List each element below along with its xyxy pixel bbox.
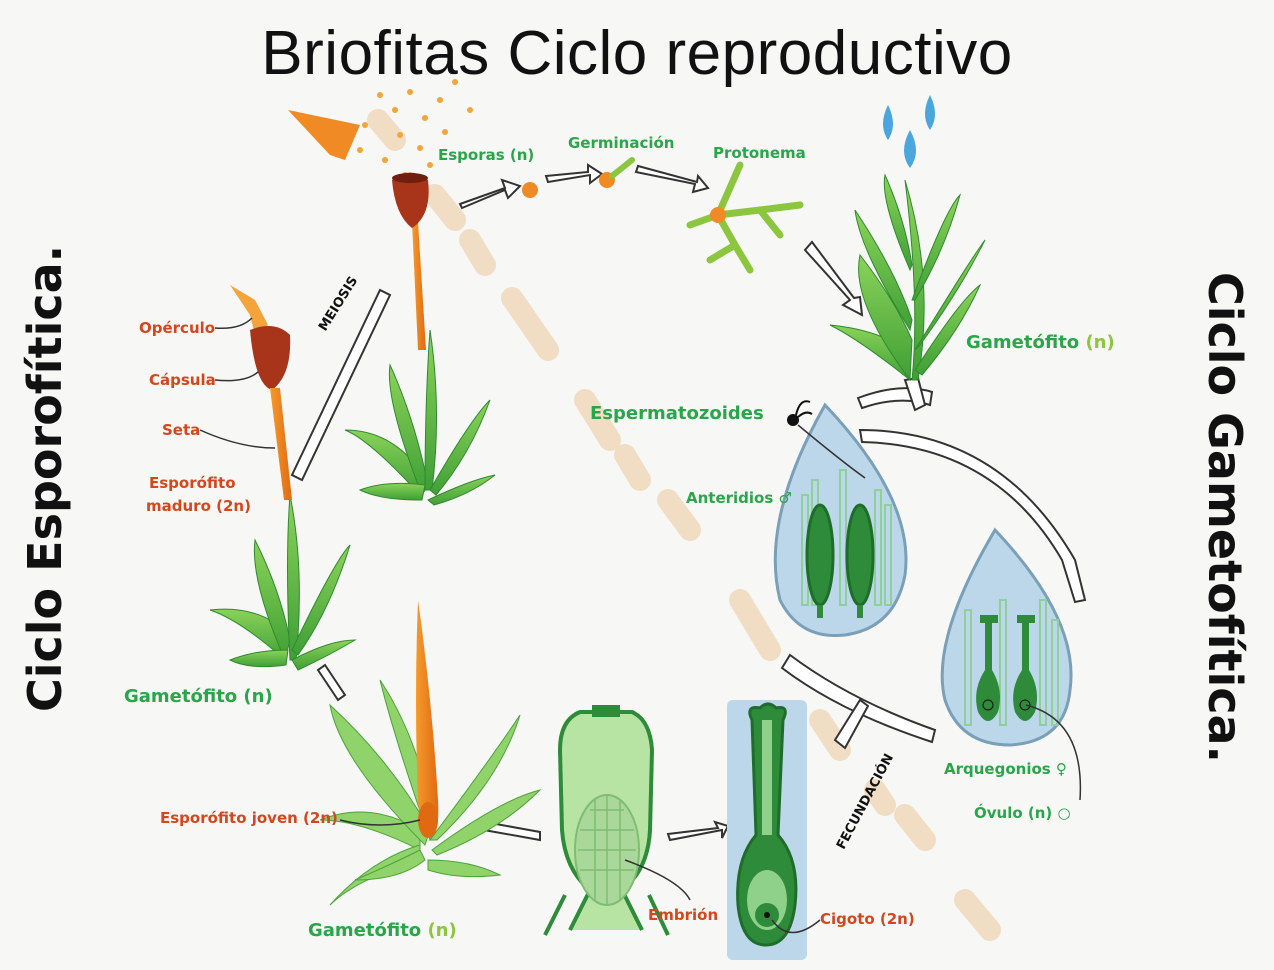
- sperm-pointer-line: [797, 424, 866, 479]
- ovulo-pointer-line: [1025, 704, 1082, 801]
- label-germinacion: Germinación: [568, 134, 675, 152]
- dispersing-sporophyte-icon: [344, 172, 496, 506]
- label-ovulo: Óvulo (n) ○: [974, 804, 1071, 822]
- mature-sporophyte-icon: [230, 285, 292, 500]
- germinating-spore-icon: [599, 157, 635, 188]
- label-esporofito-joven: Esporófito joven (2n): [160, 809, 338, 827]
- label-capsula: Cápsula: [149, 371, 216, 389]
- zygote-icon: [727, 700, 807, 960]
- label-esporofito-maduro-line2: maduro (2n): [146, 497, 251, 515]
- label-gametofito-left: Gametófito (n): [124, 686, 273, 707]
- gametophyte-top-icon: [829, 173, 986, 382]
- embryo-icon: [543, 705, 670, 936]
- water-drops-icon: [883, 95, 935, 168]
- label-espermatozoides: Espermatozoides: [590, 403, 764, 424]
- label-gametofito-top-ploidy: (n): [1085, 332, 1115, 353]
- cycle-arrows: [290, 163, 1087, 842]
- spore-icon: [522, 182, 538, 198]
- dashed-divider: [367, 109, 1001, 941]
- sperm-icon: [787, 400, 813, 426]
- operculum-flying-icon: [288, 110, 360, 160]
- page-title: Briofitas Ciclo reproductivo: [261, 19, 1013, 88]
- label-gametofito-bottom-ploidy: (n): [427, 920, 457, 941]
- label-gametofito-top: Gametófito (n): [966, 332, 1115, 353]
- sporophyte-pointer-lines: [199, 317, 276, 449]
- label-seta: Seta: [162, 421, 201, 439]
- protonema-icon: [686, 161, 804, 274]
- label-arquegonios: Arquegonios ♀: [944, 760, 1067, 778]
- cigoto-pointer-line: [771, 919, 821, 934]
- label-esporofito-maduro-line1: Esporófito: [149, 474, 236, 492]
- side-title-gametofitica: Ciclo Gametofítica.: [1198, 272, 1252, 764]
- label-cigoto: Cigoto (2n): [820, 910, 915, 928]
- label-operculo: Opérculo: [139, 319, 216, 337]
- antheridium-icon: [773, 402, 908, 638]
- young-sporophyte-gametophyte-icon: [319, 600, 542, 906]
- label-embrion: Embrión: [648, 906, 719, 924]
- label-esporas: Esporas (n): [438, 146, 535, 164]
- label-gametofito-bottom-text: Gametófito: [308, 920, 422, 941]
- side-title-esporofitica: Ciclo Esporofítica.: [18, 244, 72, 712]
- label-gametofito-top-text: Gametófito: [966, 332, 1080, 353]
- archegonium-icon: [940, 527, 1073, 747]
- gametophyte-left-icon: [209, 494, 357, 671]
- label-anteridios: Anteridios ♂: [686, 489, 792, 507]
- esporofito-joven-pointer-line: [339, 819, 421, 826]
- embrion-pointer-line: [624, 859, 691, 901]
- label-protonema: Protonema: [713, 144, 806, 162]
- label-gametofito-bottom: Gametófito (n): [308, 920, 457, 941]
